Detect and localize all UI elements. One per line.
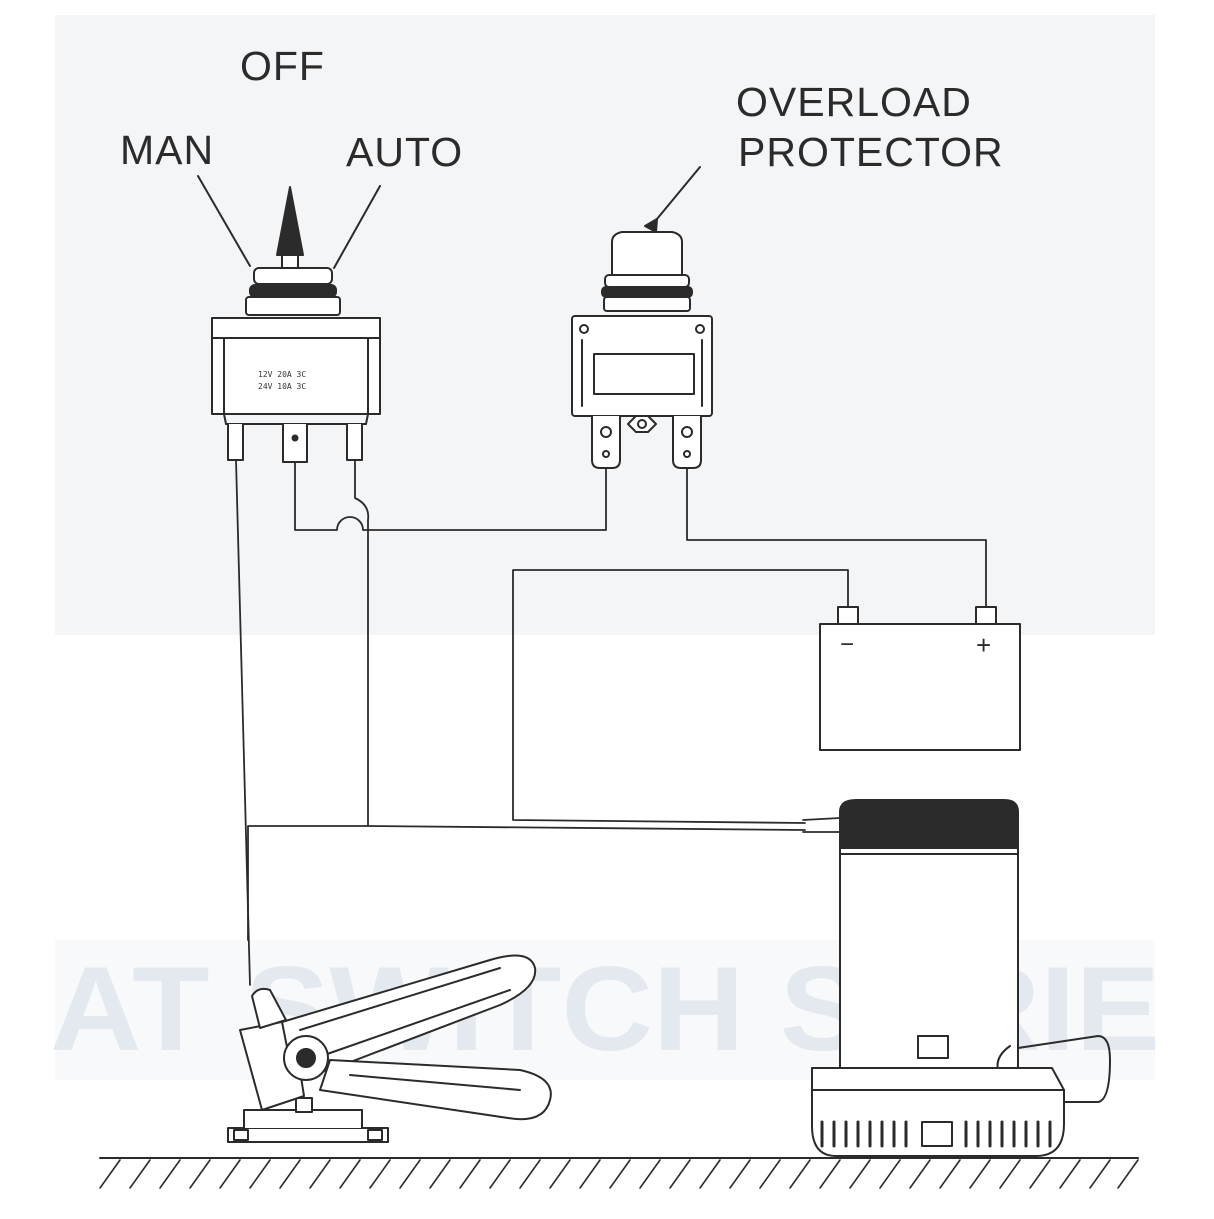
protector-label-line1: OVERLOAD bbox=[736, 79, 972, 125]
ground-hatch-icon bbox=[99, 1157, 1139, 1189]
toggle-switch-icon bbox=[197, 175, 381, 463]
switch-rating-row2: 24V 10A 3C bbox=[258, 382, 307, 391]
switch-rating-row1: 12V 20A 3C bbox=[258, 370, 307, 379]
protector-label-line2: PROTECTOR bbox=[738, 129, 1004, 175]
switch-man-label: MAN bbox=[120, 127, 215, 173]
switch-off-label: OFF bbox=[240, 43, 325, 89]
switch-auto-label: AUTO bbox=[346, 129, 464, 175]
bilge-pump-icon bbox=[811, 799, 1111, 1157]
float-switch-icon bbox=[227, 954, 552, 1143]
wires bbox=[235, 459, 987, 986]
battery-positive-symbol: + bbox=[976, 630, 991, 660]
circuit-breaker-icon bbox=[571, 166, 713, 469]
battery-icon bbox=[819, 606, 1021, 751]
battery-negative-symbol: − bbox=[840, 631, 854, 658]
